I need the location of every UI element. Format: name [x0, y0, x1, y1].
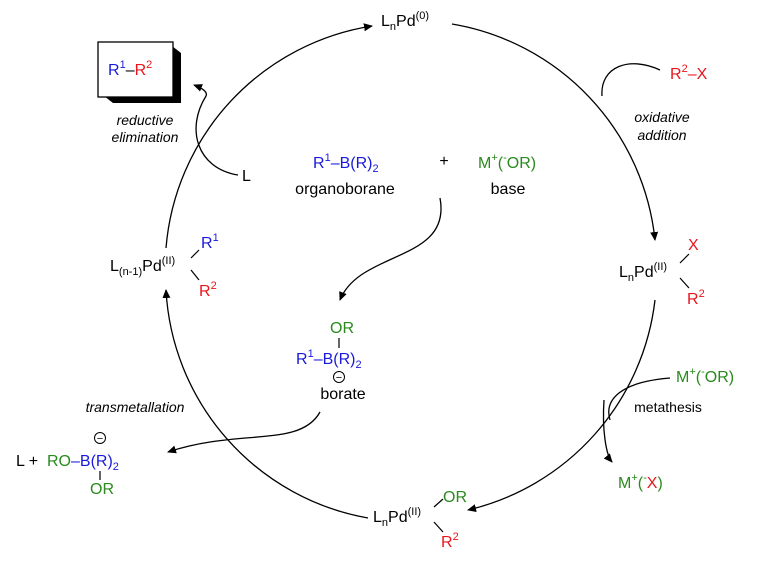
borate-caption: borate: [320, 386, 365, 403]
label-oxidative: oxidative: [634, 109, 689, 125]
released-ligand: L: [242, 168, 251, 185]
svg-text:R1–B(R)2: R1–B(R)2: [296, 348, 362, 371]
label-transmetallation: transmetallation: [86, 399, 185, 415]
product-label: R1–R2: [108, 59, 152, 79]
arrow-salt-out: [602, 399, 613, 463]
label-elimination: elimination: [112, 129, 179, 145]
svg-text:OR: OR: [443, 489, 467, 506]
label-metathesis: metathesis: [634, 399, 702, 415]
cycle-arc-oxidative: [451, 23, 659, 241]
svg-text:LnPd(II): LnPd(II): [373, 506, 421, 529]
arrow-byproduct-out: [167, 411, 321, 454]
organoborane-formula: R1–B(R)2: [313, 152, 379, 175]
label-addition: addition: [637, 127, 686, 143]
intermediate-oxadd: LnPd(II) X R2: [619, 237, 705, 308]
svg-text:X: X: [688, 237, 699, 254]
svg-text:OR: OR: [90, 481, 114, 498]
svg-text:−: −: [336, 372, 342, 384]
arrow-halide-in: [601, 63, 661, 97]
arrow-to-borate: [339, 197, 442, 301]
base-formula: M+(-OR): [478, 152, 536, 172]
svg-text:LnPd(0): LnPd(0): [381, 10, 429, 33]
borate-anion: OR R1–B(R)2 − borate: [296, 320, 366, 403]
svg-text:RO–B(R)2: RO–B(R)2: [47, 453, 119, 473]
svg-text:−: −: [97, 433, 103, 445]
organoborane-caption: organoborane: [295, 181, 395, 198]
svg-text:R2: R2: [441, 531, 459, 551]
svg-text:L +: L +: [16, 453, 38, 470]
arrow-base-in: [608, 377, 671, 421]
cycle-arc-reductive: [165, 23, 373, 249]
svg-text:L(n-1)Pd(II): L(n-1)Pd(II): [110, 255, 175, 278]
base-caption: base: [491, 181, 526, 198]
plus-sign: +: [439, 153, 448, 170]
catalyst-pd0: LnPd(0): [381, 10, 429, 33]
product-box: R1–R2: [97, 41, 181, 103]
byproduct: L + − RO–B(R)2 OR: [16, 432, 119, 498]
reagent-halide: R2–X: [670, 63, 708, 83]
svg-text:R2: R2: [687, 288, 705, 308]
svg-text:R1: R1: [201, 232, 219, 252]
svg-text:OR: OR: [330, 320, 354, 337]
svg-text:R2: R2: [199, 280, 217, 300]
metathesis-base: M+(-OR): [676, 366, 734, 386]
arrow-L-out: [193, 84, 239, 176]
svg-text:LnPd(II): LnPd(II): [619, 261, 667, 284]
metathesis-salt: M+(-X): [618, 472, 663, 492]
intermediate-metathesis: LnPd(II) OR R2: [373, 489, 467, 551]
label-reductive: reductive: [117, 112, 174, 128]
cycle-arc-metathesis: [467, 299, 656, 513]
intermediate-transmetallation: L(n-1)Pd(II) R1 R2: [110, 232, 219, 300]
